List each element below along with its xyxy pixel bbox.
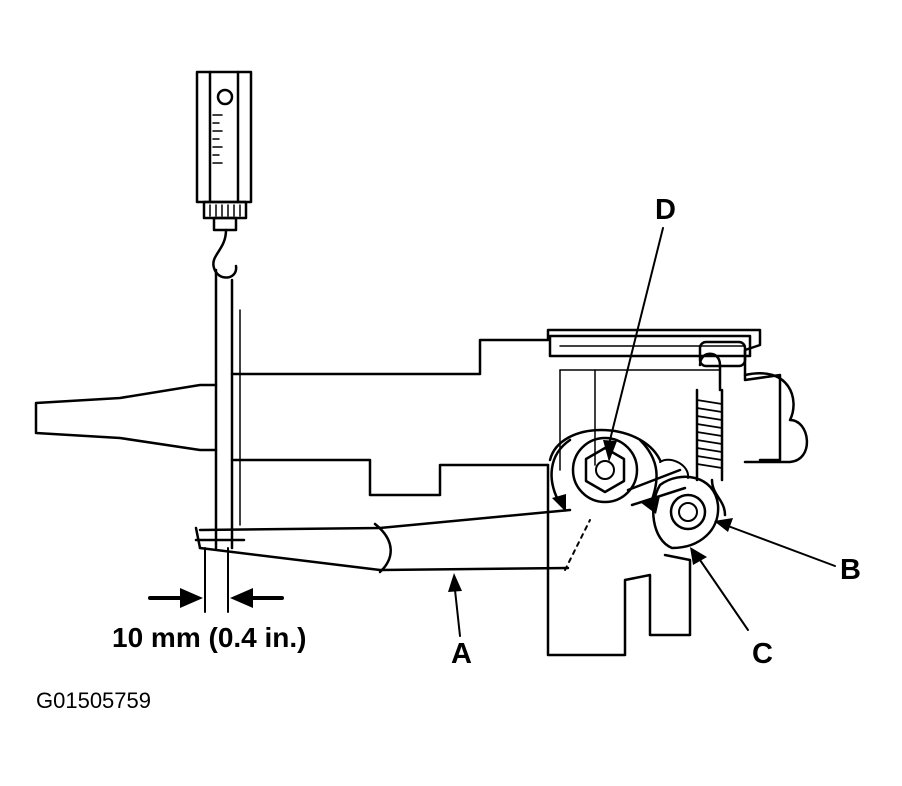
callout-label-a: A bbox=[451, 638, 472, 670]
callout-label-c: C bbox=[752, 638, 773, 670]
scale-hook bbox=[212, 228, 238, 279]
throttle-cam-c bbox=[652, 475, 720, 550]
cable-housing-left bbox=[34, 383, 218, 452]
return-spring bbox=[695, 352, 727, 517]
measurement-label: 10 mm (0.4 in.) bbox=[112, 622, 307, 653]
callout-label-b: B bbox=[840, 554, 861, 586]
spring-scale bbox=[195, 70, 253, 232]
throttle-top-bracket bbox=[548, 334, 752, 368]
callout-leaders bbox=[448, 227, 836, 637]
throttle-cable-a bbox=[198, 508, 572, 572]
callout-label-d: D bbox=[655, 194, 676, 226]
measurement-dimension bbox=[148, 547, 284, 613]
throttle-drum bbox=[548, 428, 662, 504]
pull-rod bbox=[214, 268, 234, 550]
right-cylinder bbox=[743, 372, 809, 464]
figure-id: G01505759 bbox=[36, 688, 151, 713]
rotation-arrow-left bbox=[550, 438, 572, 502]
housing-body bbox=[230, 328, 782, 497]
throttle-body-lower bbox=[546, 463, 692, 657]
